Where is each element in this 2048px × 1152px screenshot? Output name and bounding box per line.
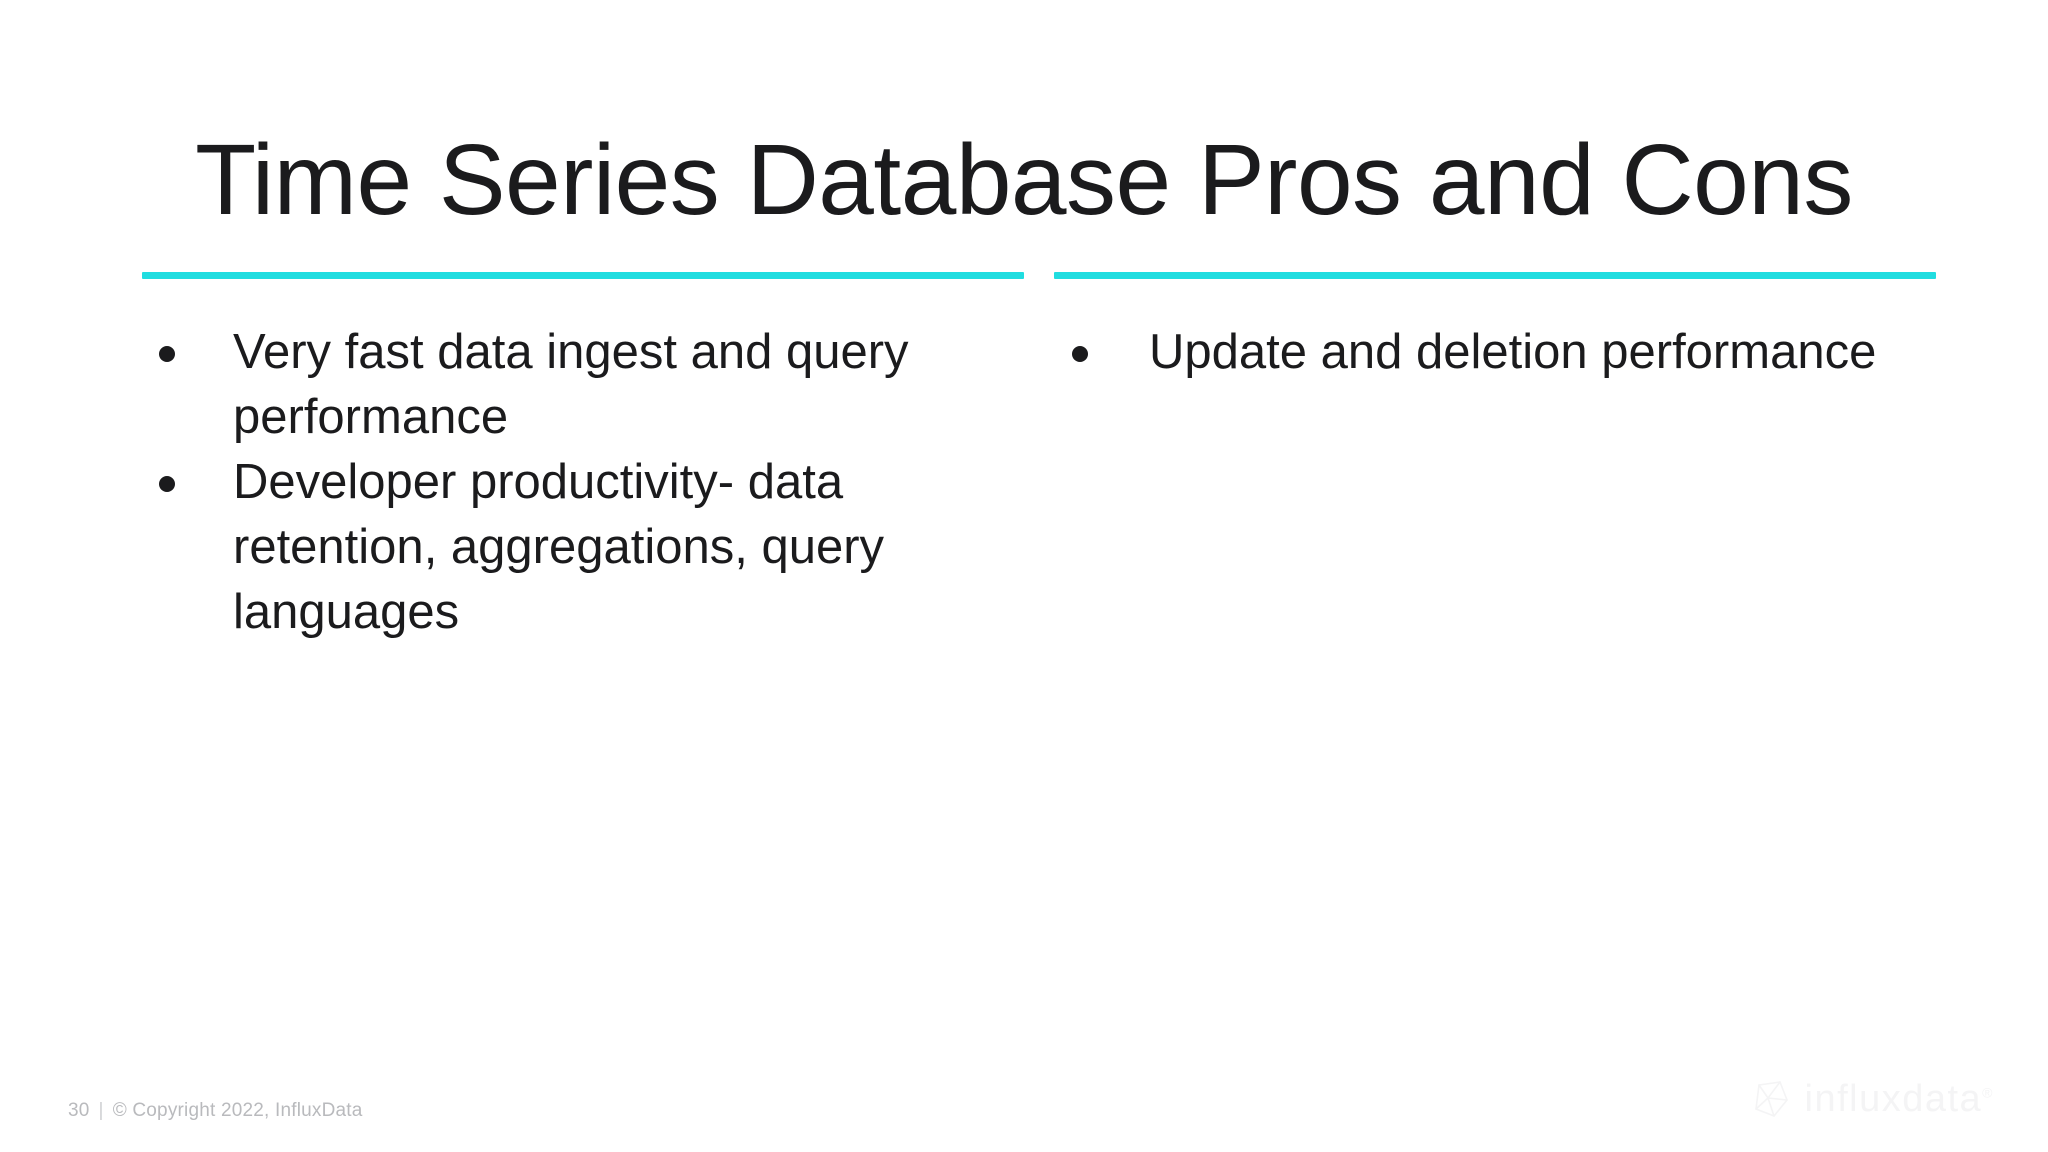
bullet-dot-icon: [159, 476, 175, 492]
list-item-label: Update and deletion performance: [1149, 325, 1877, 379]
list-item-label: Very fast data ingest and query performa…: [233, 325, 909, 444]
list-item: Very fast data ingest and query performa…: [142, 320, 1024, 450]
column-rule-cons: [1054, 272, 1936, 279]
influxdata-wordmark: influxdata®: [1805, 1080, 1995, 1118]
bullet-dot-icon: [159, 346, 175, 362]
list-item: Update and deletion performance: [1054, 320, 1936, 385]
bullet-dot-icon: [1072, 346, 1088, 362]
column-rule-pros: [142, 272, 1024, 279]
bullet-list-cons: Update and deletion performance: [1054, 320, 1936, 385]
bullet-list-pros: Very fast data ingest and query performa…: [142, 320, 1024, 645]
footer-credit: 30 | © Copyright 2022, InfluxData: [68, 1100, 363, 1122]
page-title: Time Series Database Pros and Cons: [195, 124, 1853, 236]
page-number: 30: [68, 1100, 90, 1121]
column-pros: Very fast data ingest and query performa…: [142, 272, 1024, 645]
registered-mark-icon: ®: [1982, 1084, 1994, 1101]
list-item: Developer productivity- data retention, …: [142, 450, 1024, 645]
influxdata-wordmark-text: influxdata: [1804, 1078, 1983, 1120]
two-column-content: Very fast data ingest and query performa…: [142, 272, 1937, 645]
copyright-text: © Copyright 2022, InfluxData: [112, 1100, 363, 1121]
list-item-label: Developer productivity- data retention, …: [233, 455, 885, 639]
footer-separator: |: [98, 1100, 104, 1121]
column-cons: Update and deletion performance: [1054, 272, 1936, 645]
influx-cube-icon: [1750, 1078, 1792, 1120]
influxdata-logo: influxdata®: [1750, 1078, 1995, 1120]
